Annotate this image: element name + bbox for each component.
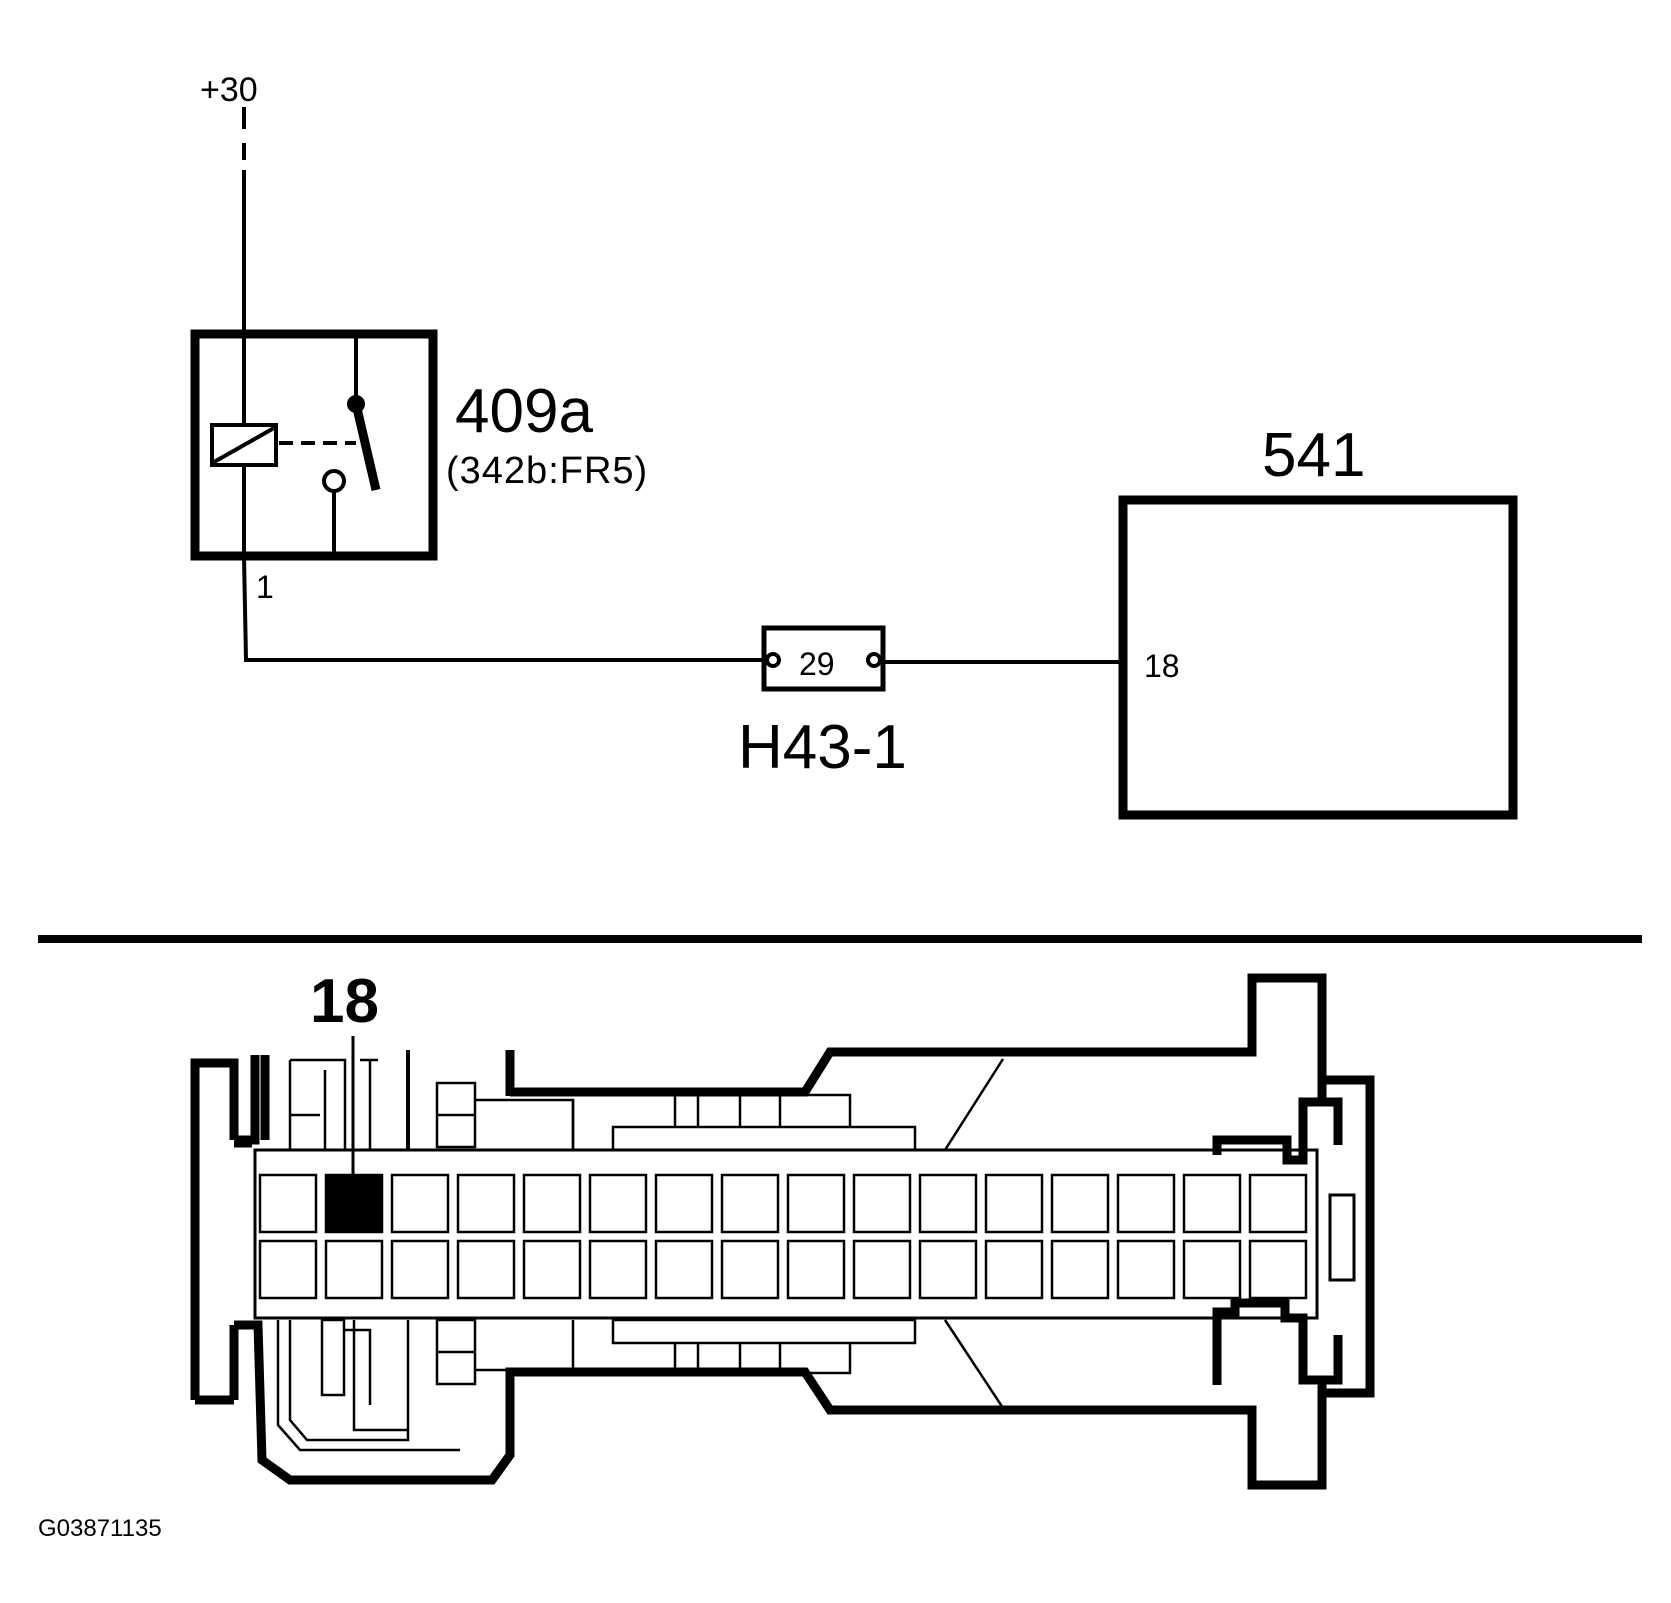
pin-cavity — [390, 1239, 450, 1300]
connector-id: H43-1 — [738, 713, 907, 782]
module-box — [1118, 495, 1518, 820]
pin-cavity — [522, 1239, 582, 1300]
pin-cavity — [984, 1173, 1044, 1234]
pin-cavity-highlighted — [324, 1173, 384, 1234]
pin-cavity — [1248, 1239, 1308, 1300]
pin-cavity — [258, 1239, 318, 1300]
pin-cavity — [786, 1173, 846, 1234]
connector-terminal-icon — [866, 652, 882, 668]
relay-housing — [190, 329, 438, 561]
pin-cavity — [1050, 1239, 1110, 1300]
pin-cavity — [522, 1173, 582, 1234]
relay-ref: (342b:FR5) — [446, 450, 648, 492]
pin-cavity — [654, 1173, 714, 1234]
housing-detail-top — [288, 1050, 1005, 1152]
connector-terminal-icon — [765, 652, 781, 668]
pin-cavity — [852, 1173, 912, 1234]
connector-pin-label: 29 — [799, 646, 835, 682]
latch-tab — [1328, 1193, 1356, 1282]
pin-cavity — [918, 1239, 978, 1300]
highlight-pin-label: 18 — [310, 967, 379, 1036]
pin-cavity — [1116, 1173, 1176, 1234]
housing-right-flange — [1320, 1075, 1375, 1398]
pin-cavity — [786, 1239, 846, 1300]
pin-cavity — [324, 1239, 384, 1300]
pin-cavity — [588, 1239, 648, 1300]
pin-cavity — [588, 1173, 648, 1234]
pin-cavity — [852, 1239, 912, 1300]
pin-cavity — [654, 1239, 714, 1300]
relay-id: 409a — [455, 377, 593, 446]
pin-cavity — [1182, 1239, 1242, 1300]
pin-cavity — [720, 1239, 780, 1300]
pin-cavity — [1182, 1173, 1242, 1234]
pin-cavity — [1248, 1173, 1308, 1234]
pin-cavity — [984, 1239, 1044, 1300]
pin-cavity — [1116, 1239, 1176, 1300]
pin-cavity — [258, 1173, 318, 1234]
pin-cavity — [918, 1173, 978, 1234]
supply-label: +30 — [200, 71, 258, 109]
relay-switch-contact-icon — [351, 402, 381, 492]
pin-cavity — [720, 1173, 780, 1234]
pin-grid — [258, 1173, 1308, 1300]
wire-relay-to-connector — [242, 555, 768, 662]
housing-bottom-outline — [252, 1298, 1327, 1490]
module-id: 541 — [1262, 421, 1365, 490]
pin-cavity — [1050, 1173, 1110, 1234]
connector-face-view: 18 — [190, 967, 1375, 1490]
connector-body — [761, 625, 886, 692]
housing-left-flange — [190, 1058, 239, 1400]
housing-detail-bottom — [276, 1318, 1005, 1452]
connector-h43-1: 29 H43-1 — [738, 625, 907, 782]
pin-cavity — [390, 1173, 450, 1234]
figure-code: G03871135 — [38, 1515, 162, 1542]
pin-cavity — [456, 1239, 516, 1300]
pin-cavity — [456, 1173, 516, 1234]
schematic: +30 409a (342b:FR5) 1 29 H43-1 — [190, 71, 1518, 820]
relay-409a: 409a (342b:FR5) 1 — [190, 329, 648, 605]
module-541: 541 18 — [1118, 421, 1518, 820]
relay-pin-label: 1 — [256, 569, 274, 605]
module-pin-label: 18 — [1144, 648, 1180, 684]
switch-terminal-icon — [322, 469, 346, 493]
